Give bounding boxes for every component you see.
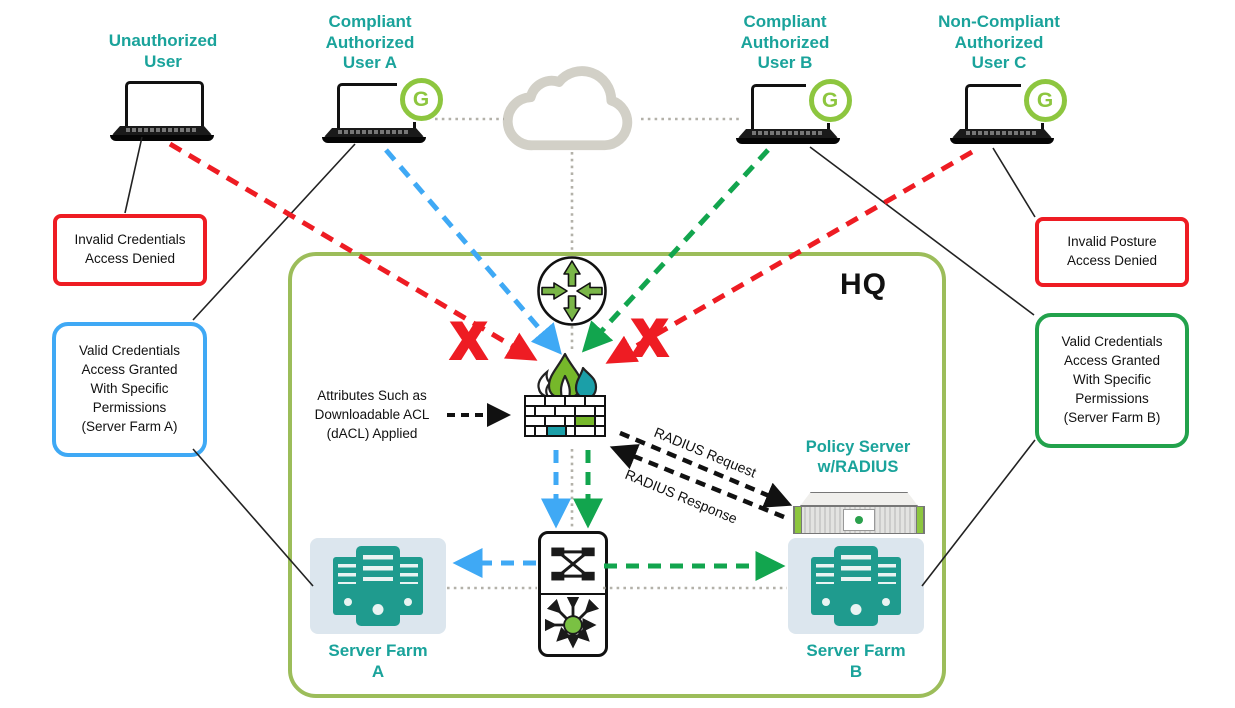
deny-x-icon-right: X — [631, 310, 668, 366]
callout-valid-credentials-a: Valid Credentials Access Granted With Sp… — [52, 322, 207, 457]
user-label-c: Non-Compliant Authorized User C — [938, 12, 1060, 73]
laptop-screen — [125, 81, 204, 132]
laptop-icon-user-b — [736, 84, 840, 145]
server-slots — [363, 555, 393, 581]
laptop-keyboard — [324, 128, 424, 137]
agent-badge-icon: G — [806, 77, 854, 123]
server-slots — [816, 564, 836, 584]
server-dot — [882, 598, 890, 606]
cloud-icon — [502, 66, 633, 151]
callout-valid-credentials-b: Valid Credentials Access Granted With Sp… — [1035, 313, 1189, 448]
server-tower — [834, 546, 878, 626]
server-dot — [372, 604, 384, 615]
rack-rail — [916, 507, 924, 533]
server-dot — [822, 598, 830, 606]
server-slots — [841, 555, 871, 581]
server-slots — [398, 564, 418, 584]
user-label-unauthorized: Unauthorized User — [108, 31, 218, 71]
server-farm-a-label: Server Farm A — [328, 641, 428, 682]
laptop-base — [322, 137, 426, 143]
multilayer-switch-icon — [541, 595, 605, 654]
agent-badge-icon: G — [397, 76, 445, 122]
server-farm-b-icon — [788, 538, 924, 634]
agent-ring-icon: G — [399, 77, 443, 121]
laptop-keyboard — [112, 126, 212, 135]
laptop-base — [950, 138, 1054, 144]
server-slots — [876, 564, 896, 584]
callout-invalid-posture: Invalid Posture Access Denied — [1035, 217, 1189, 287]
layer2-switch-icon — [541, 534, 605, 595]
multilayer-arrows-glyph — [545, 596, 600, 649]
router-icon — [537, 256, 607, 326]
hq-label: HQ — [840, 268, 887, 301]
laptop-base — [736, 138, 840, 144]
rack-server-icon — [793, 492, 925, 534]
rack-rail — [794, 507, 802, 533]
rack-front-face — [793, 506, 925, 534]
deny-x-icon-left: X — [450, 313, 487, 369]
switch-stack-icon — [538, 531, 608, 657]
rack-logo-dot — [855, 516, 863, 524]
laptop-keyboard — [952, 129, 1052, 138]
rack-top-face — [800, 492, 918, 506]
server-dot — [344, 598, 352, 606]
user-label-a: Compliant Authorized User A — [325, 12, 415, 73]
callout-invalid-credentials: Invalid Credentials Access Denied — [53, 214, 207, 286]
policy-server-label: Policy Server w/RADIUS — [805, 438, 911, 476]
laptop-keyboard — [738, 129, 838, 138]
rack-logo-chip — [843, 509, 875, 531]
server-farm-a-icon — [310, 538, 446, 634]
server-farm-b-label: Server Farm B — [806, 641, 906, 682]
server-tower — [356, 546, 400, 626]
agent-ring-icon: G — [1023, 78, 1067, 122]
server-slots — [338, 564, 358, 584]
switch-x-glyph — [551, 547, 595, 580]
server-tower — [393, 557, 423, 615]
server-dot — [404, 598, 412, 606]
firewall-icon — [524, 352, 606, 437]
server-dot — [850, 604, 862, 615]
agent-badge-icon: G — [1021, 77, 1069, 123]
dacl-note: Attributes Such as Downloadable ACL (dAC… — [314, 388, 430, 441]
laptop-base — [110, 135, 214, 141]
user-label-b: Compliant Authorized User B — [740, 12, 830, 73]
laptop-icon-unauthorized — [110, 81, 214, 142]
agent-ring-icon: G — [808, 78, 852, 122]
